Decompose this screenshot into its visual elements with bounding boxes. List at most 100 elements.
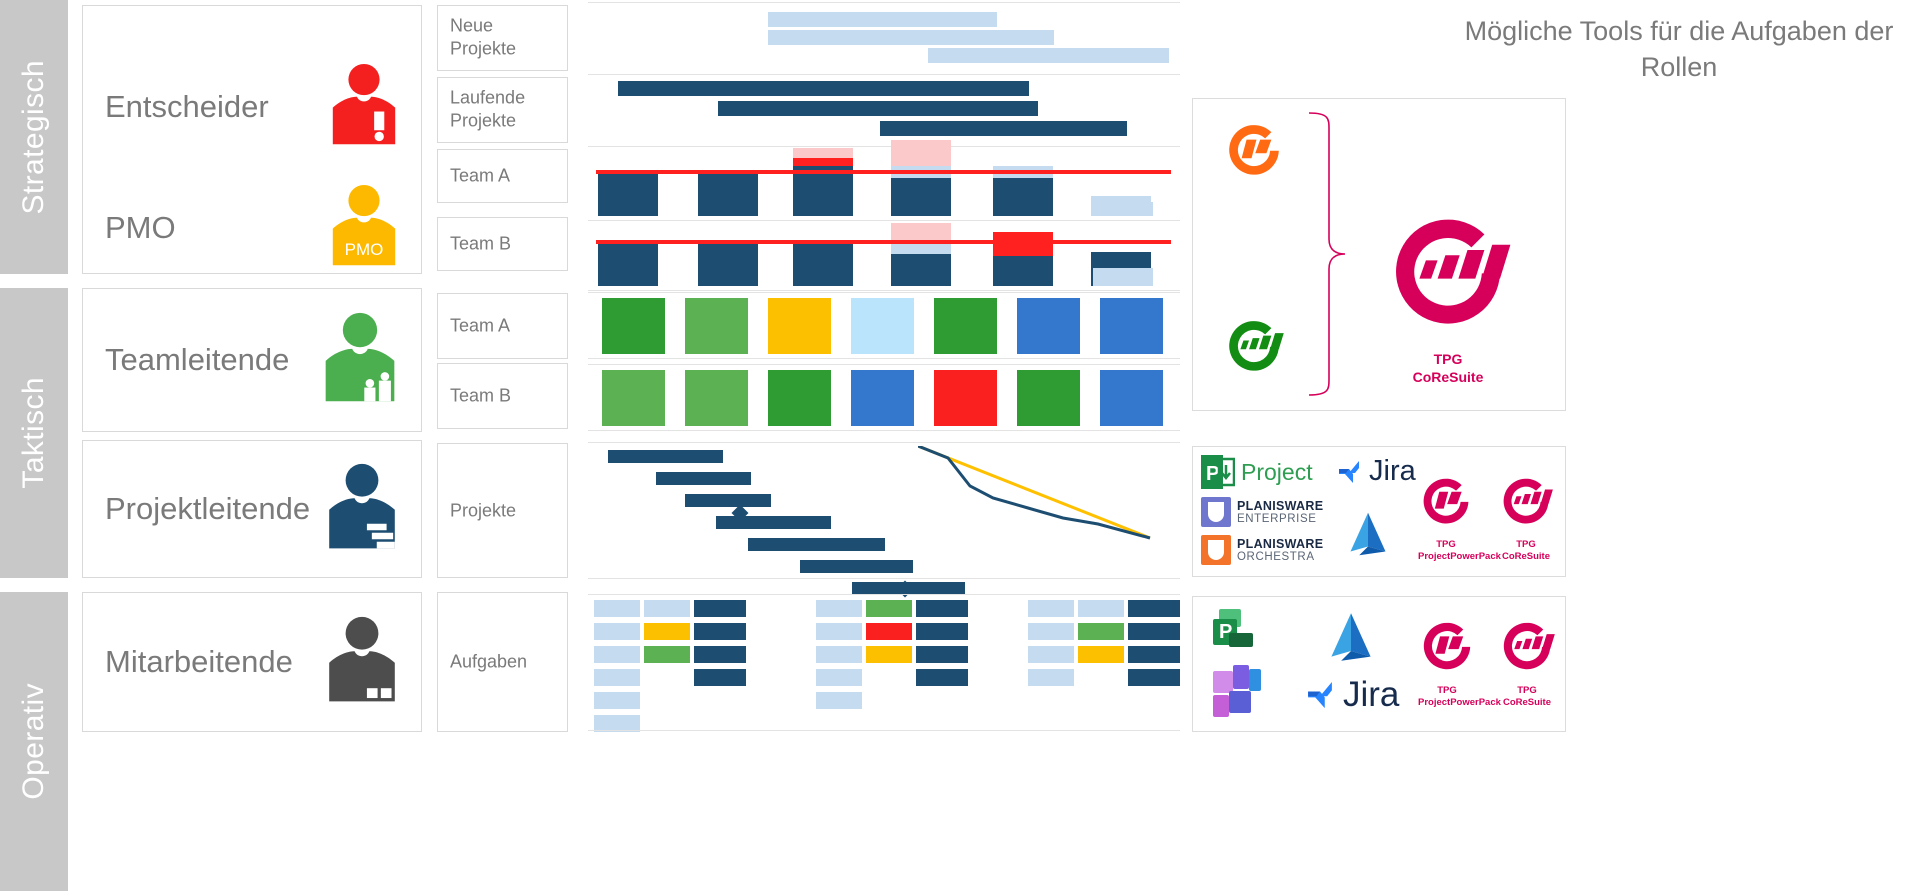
status-bar (768, 298, 831, 354)
person-alert-icon (325, 63, 403, 151)
task-cell (694, 669, 746, 686)
task-cell (594, 669, 640, 686)
planisware-mark (1201, 497, 1231, 527)
task-cell (1028, 600, 1074, 617)
capacity-bar-used (891, 254, 951, 286)
task-cell (816, 600, 862, 617)
status-bar (851, 298, 914, 354)
capacity-bar-used (793, 240, 853, 286)
gantt-bar (800, 560, 913, 573)
viz-separator (588, 430, 1180, 431)
viz-separator (588, 364, 1180, 365)
viz-team-b-status (588, 366, 1180, 430)
capacity-bar-over (793, 158, 853, 166)
status-bar (768, 370, 831, 426)
task-cell (1128, 600, 1180, 617)
level-band-strategisch: Strategisch (0, 0, 68, 274)
task-cell (1128, 646, 1180, 663)
capacity-limit-line (596, 170, 1171, 174)
gantt-bar (685, 494, 771, 507)
task-cell (644, 623, 690, 640)
task-card-2: Team A (437, 149, 568, 203)
gantt-bar (618, 81, 1029, 96)
viz-separator (588, 578, 1180, 579)
status-bar (602, 370, 665, 426)
gantt-bar (880, 121, 1127, 136)
level-band-operativ: Operativ (0, 592, 68, 891)
viz-team-b-capacity (588, 218, 1180, 290)
curly-brace (1308, 112, 1346, 396)
task-cell (816, 669, 862, 686)
capacity-bar-used (598, 170, 658, 216)
burndown-line-ist (918, 446, 1151, 540)
microsoft-planner-logo (1213, 665, 1263, 717)
task-card-6: Projekte (437, 443, 568, 578)
status-bar (1100, 298, 1163, 354)
gantt-bar (718, 101, 1038, 116)
person-pmo-icon: PMO (325, 184, 403, 272)
gantt-bar (768, 12, 997, 27)
task-card-label: Team B (450, 233, 512, 254)
capacity-bar-used (793, 166, 853, 216)
role-label-teamleitende: Teamleitende (105, 342, 290, 377)
task-cell (866, 623, 912, 640)
role-card-projektleitende: Projektleitende (82, 440, 422, 578)
microsoft-project-app-logo: P (1213, 609, 1265, 657)
level-band-label: Strategisch (17, 59, 50, 215)
task-card-5: Team B (437, 363, 568, 429)
viz-team-a-status (588, 294, 1180, 358)
person-gantt-icon (321, 463, 403, 555)
gantt-bar (748, 538, 885, 551)
task-card-3: Team B (437, 217, 568, 271)
capacity-bar-used (698, 170, 758, 216)
status-bar (1100, 370, 1163, 426)
task-cell (594, 646, 640, 663)
person-team-icon (317, 312, 403, 408)
jira-label: Jira (1343, 675, 1400, 714)
task-card-label: Team B (450, 385, 512, 406)
pmo-badge-label: PMO (344, 240, 384, 259)
azure-devops-logo (1343, 509, 1393, 564)
task-card-7: Aufgaben (437, 592, 568, 732)
azure-devops-logo (1323, 609, 1379, 670)
page-title: Mögliche Tools für die Aufgaben der Roll… (1464, 16, 1894, 82)
role-card-mitarbeitende: Mitarbeitende (82, 592, 422, 732)
role-card-teamleitende: Teamleitende (82, 288, 422, 432)
task-card-label: Team A (450, 315, 511, 336)
tpg-coresuite-logo-green (1223, 317, 1285, 384)
task-cell (866, 646, 912, 663)
planisware-mark (1201, 535, 1231, 565)
capacity-bar-used (698, 240, 758, 286)
capacity-limit-line (596, 240, 1171, 244)
status-bar (1017, 298, 1080, 354)
jira-logo: Jira (1301, 675, 1399, 715)
viz-neue-projekte-gantt (588, 2, 1180, 74)
task-cell (816, 692, 862, 709)
task-cell (916, 600, 968, 617)
task-cell (694, 646, 746, 663)
viz-separator (588, 358, 1180, 359)
task-cell (916, 623, 968, 640)
capacity-bar-free (1093, 268, 1153, 286)
capacity-bar-free (1093, 202, 1153, 216)
role-label-projektleitende: Projektleitende (105, 491, 311, 526)
role-label-entscheider: Entscheider (105, 89, 269, 124)
task-cell (594, 600, 640, 617)
svg-text:P: P (1206, 463, 1219, 485)
task-cell (1078, 600, 1124, 617)
viz-separator (588, 220, 1180, 221)
viz-separator (588, 2, 1180, 3)
